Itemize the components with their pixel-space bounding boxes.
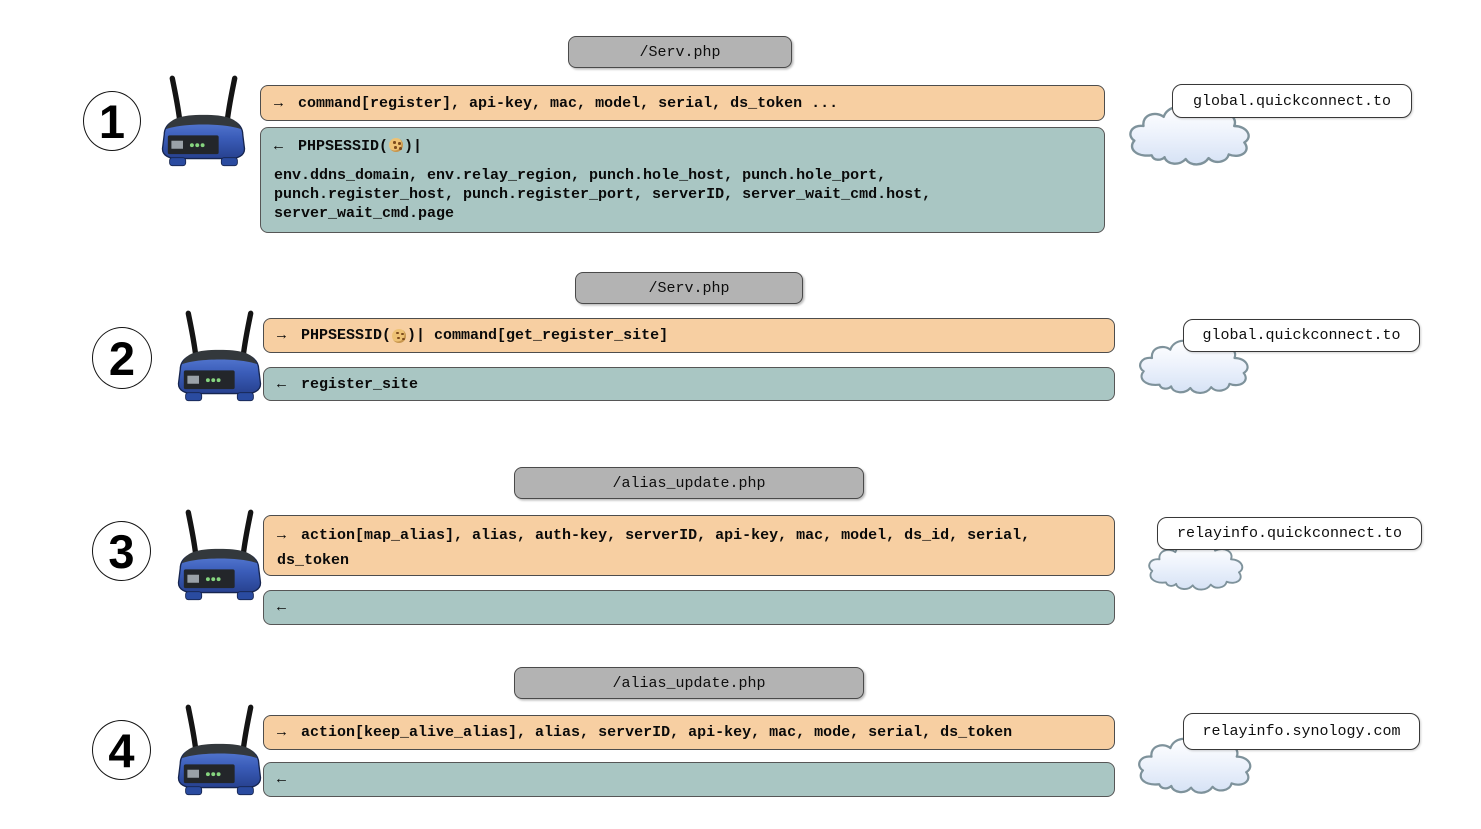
step-number-badge: 4 (92, 720, 151, 780)
cookie-icon (392, 328, 407, 343)
step-number: 1 (98, 94, 126, 148)
cookie-icon (389, 138, 404, 152)
router-icon (166, 307, 273, 407)
response-session-line: ← PHPSESSID( )| (274, 138, 1091, 155)
request-box: → action[keep_alive_alias], alias, serve… (263, 715, 1115, 750)
request-box: → PHPSESSID( )| command[get_register_site… (263, 318, 1115, 353)
left-arrow-icon: ← (274, 138, 284, 155)
step-number-badge: 3 (92, 521, 151, 581)
response-params: register_site (301, 375, 419, 393)
cloud-host-label: relayinfo.synology.com (1183, 713, 1420, 750)
response-box: ← register_site (263, 367, 1115, 401)
cloud-host: relayinfo.synology.com (1202, 723, 1401, 740)
cloud-host: global.quickconnect.to (1192, 92, 1392, 110)
request-box: → action[map_alias], alias, auth-key, ser… (263, 515, 1115, 576)
request-params: action[map_alias], alias, auth-key, serv… (301, 527, 1031, 544)
response-box: ← (263, 762, 1115, 797)
cloud-host-label: relayinfo.quickconnect.to (1157, 517, 1422, 550)
step-number-badge: 2 (92, 327, 152, 389)
left-arrow-icon: ← (277, 771, 287, 788)
endpoint-box: /Serv.php (575, 272, 803, 304)
request-session-pre: PHPSESSID( (301, 327, 392, 344)
endpoint-path: /Serv.php (648, 279, 730, 297)
step-number: 3 (108, 524, 135, 578)
response-params-line: punch.register_host, punch.register_port… (274, 186, 932, 203)
response-session-pre: PHPSESSID( (298, 138, 389, 155)
endpoint-path: /alias_update.php (612, 674, 766, 692)
cloud-host-label: global.quickconnect.to (1172, 84, 1412, 118)
cloud-host: relayinfo.quickconnect.to (1176, 525, 1403, 542)
step-number-badge: 1 (83, 91, 141, 151)
endpoint-box: /Serv.php (568, 36, 792, 68)
right-arrow-icon: → (274, 94, 284, 112)
left-arrow-icon: ← (277, 375, 287, 393)
response-session-post: )| (404, 138, 423, 155)
response-box: ← (263, 590, 1115, 625)
request-line-1: → action[map_alias], alias, auth-key, ser… (277, 523, 1101, 548)
right-arrow-icon: → (277, 327, 287, 344)
request-box: → command[register], api-key, mac, model… (260, 85, 1105, 121)
endpoint-path: /alias_update.php (612, 474, 766, 492)
left-arrow-icon: ← (277, 599, 287, 616)
cloud-host: global.quickconnect.to (1202, 327, 1401, 344)
endpoint-box: /alias_update.php (514, 667, 864, 699)
router-icon (150, 72, 257, 172)
endpoint-path: /Serv.php (639, 43, 721, 61)
right-arrow-icon: → (277, 527, 287, 544)
router-icon (166, 506, 273, 606)
response-box: ← PHPSESSID( )| env.ddns_domain, env.relay… (260, 127, 1105, 233)
request-params: command[register], api-key, mac, model, … (298, 94, 839, 112)
cloud-host-label: global.quickconnect.to (1183, 319, 1420, 352)
step-number: 4 (108, 723, 135, 777)
response-params-line: server_wait_cmd.page (274, 205, 455, 222)
request-session-post: )| command[get_register_site] (407, 327, 669, 344)
right-arrow-icon: → (277, 724, 287, 741)
endpoint-box: /alias_update.php (514, 467, 864, 499)
response-params-line: env.ddns_domain, env.relay_region, punch… (274, 167, 887, 184)
step-number: 2 (108, 331, 136, 385)
router-icon (166, 701, 273, 801)
request-line-2: ds_token (277, 552, 350, 569)
request-params: action[keep_alive_alias], alias, serverI… (301, 724, 1013, 741)
